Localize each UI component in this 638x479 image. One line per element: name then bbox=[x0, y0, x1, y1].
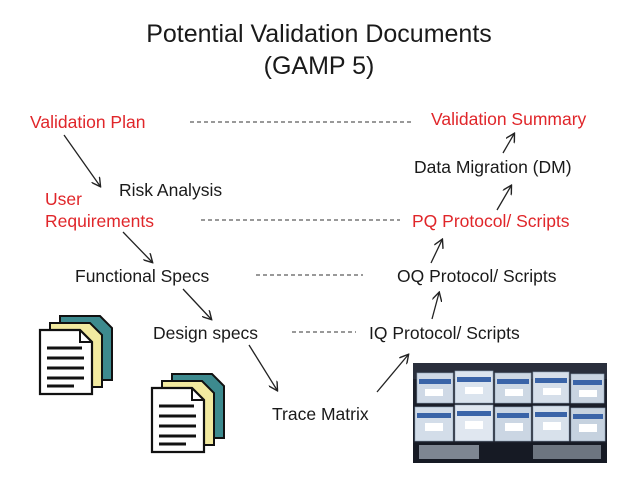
document-stack-icon bbox=[38, 315, 113, 396]
risk-analysis-label: Risk Analysis bbox=[119, 180, 223, 200]
arrow-ds-to-trace bbox=[248, 344, 277, 390]
arrow-trace-to-iq bbox=[376, 355, 408, 393]
slide-title-line1: Potential Validation Documents bbox=[146, 20, 492, 48]
validation-summary-label: Validation Summary bbox=[431, 109, 587, 129]
arrow-fs-to-ds bbox=[182, 288, 211, 319]
data-migration-label: Data Migration (DM) bbox=[414, 157, 572, 177]
trace-matrix-label: Trace Matrix bbox=[272, 404, 369, 424]
slide-title-line2: (GAMP 5) bbox=[263, 52, 375, 80]
document-stack-icon bbox=[150, 373, 225, 454]
arrow-dm-to-summary bbox=[502, 134, 514, 154]
user-requirements-label-line2: Requirements bbox=[45, 211, 154, 231]
functional-specs-label: Functional Specs bbox=[75, 266, 210, 286]
pq-protocol-label: PQ Protocol/ Scripts bbox=[412, 211, 570, 231]
arrow-iq-to-oq bbox=[431, 293, 439, 320]
arrow-plan-to-risk bbox=[63, 134, 100, 186]
arrow-urs-to-fs bbox=[122, 231, 152, 262]
user-requirements-label-line1: User bbox=[45, 189, 82, 209]
arrow-oq-to-pq bbox=[430, 240, 442, 264]
arrow-pq-to-dm bbox=[496, 186, 511, 211]
design-specs-label: Design specs bbox=[153, 323, 259, 343]
iq-protocol-label: IQ Protocol/ Scripts bbox=[369, 323, 520, 343]
paper-boxes-photo bbox=[413, 363, 607, 463]
oq-protocol-label: OQ Protocol/ Scripts bbox=[397, 266, 557, 286]
validation-plan-label: Validation Plan bbox=[30, 112, 146, 132]
